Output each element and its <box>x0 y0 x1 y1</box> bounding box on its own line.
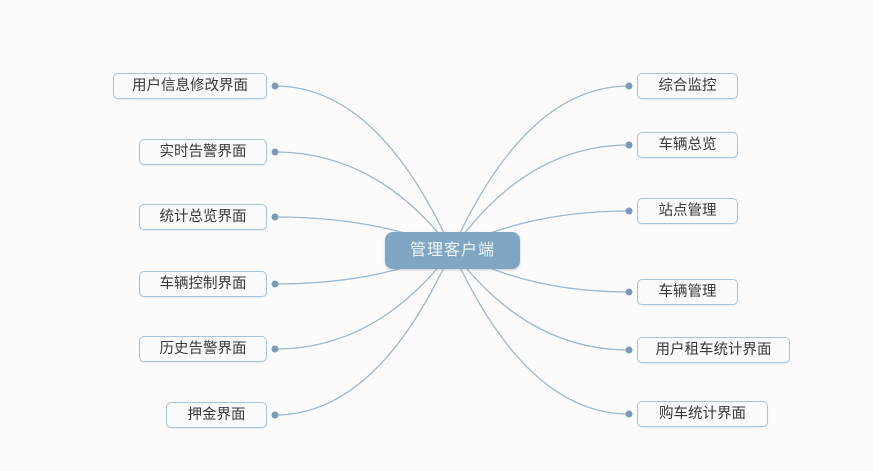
connector-dot <box>625 207 633 215</box>
node-vehicle-overview[interactable]: 车辆总览 <box>637 132 738 158</box>
node-integrated-monitoring[interactable]: 综合监控 <box>637 73 738 99</box>
connector-line <box>274 85 453 251</box>
connector-dot <box>625 82 633 90</box>
connector-dot <box>271 82 279 90</box>
node-vehicle-control[interactable]: 车辆控制界面 <box>139 271 267 297</box>
connector-dot <box>271 411 279 419</box>
node-vehicle-management[interactable]: 车辆管理 <box>637 279 738 305</box>
node-realtime-alarm[interactable]: 实时告警界面 <box>139 139 267 165</box>
connector-dot <box>271 280 279 288</box>
node-deposit[interactable]: 押金界面 <box>166 402 267 428</box>
node-stats-overview[interactable]: 统计总览界面 <box>139 204 267 230</box>
node-history-alarm[interactable]: 历史告警界面 <box>139 336 267 362</box>
node-station-management[interactable]: 站点管理 <box>637 198 738 224</box>
connector-line <box>451 85 630 251</box>
central-node[interactable]: 管理客户端 <box>385 232 520 269</box>
connector-line <box>451 144 630 251</box>
connector-line <box>274 249 453 416</box>
node-purchase-stats[interactable]: 购车统计界面 <box>637 401 768 427</box>
connector-dot <box>625 410 633 418</box>
connector-line <box>451 249 630 351</box>
connector-dot <box>625 346 633 354</box>
connector-dot <box>625 141 633 149</box>
node-user-info-edit[interactable]: 用户信息修改界面 <box>113 73 267 99</box>
connector-dot <box>271 213 279 221</box>
connector-line <box>274 151 453 251</box>
node-user-rental-stats[interactable]: 用户租车统计界面 <box>637 337 790 363</box>
connector-dot <box>271 345 279 353</box>
connector-line <box>451 249 630 415</box>
connector-dot <box>271 148 279 156</box>
connector-dot <box>625 288 633 296</box>
connector-line <box>274 249 453 350</box>
